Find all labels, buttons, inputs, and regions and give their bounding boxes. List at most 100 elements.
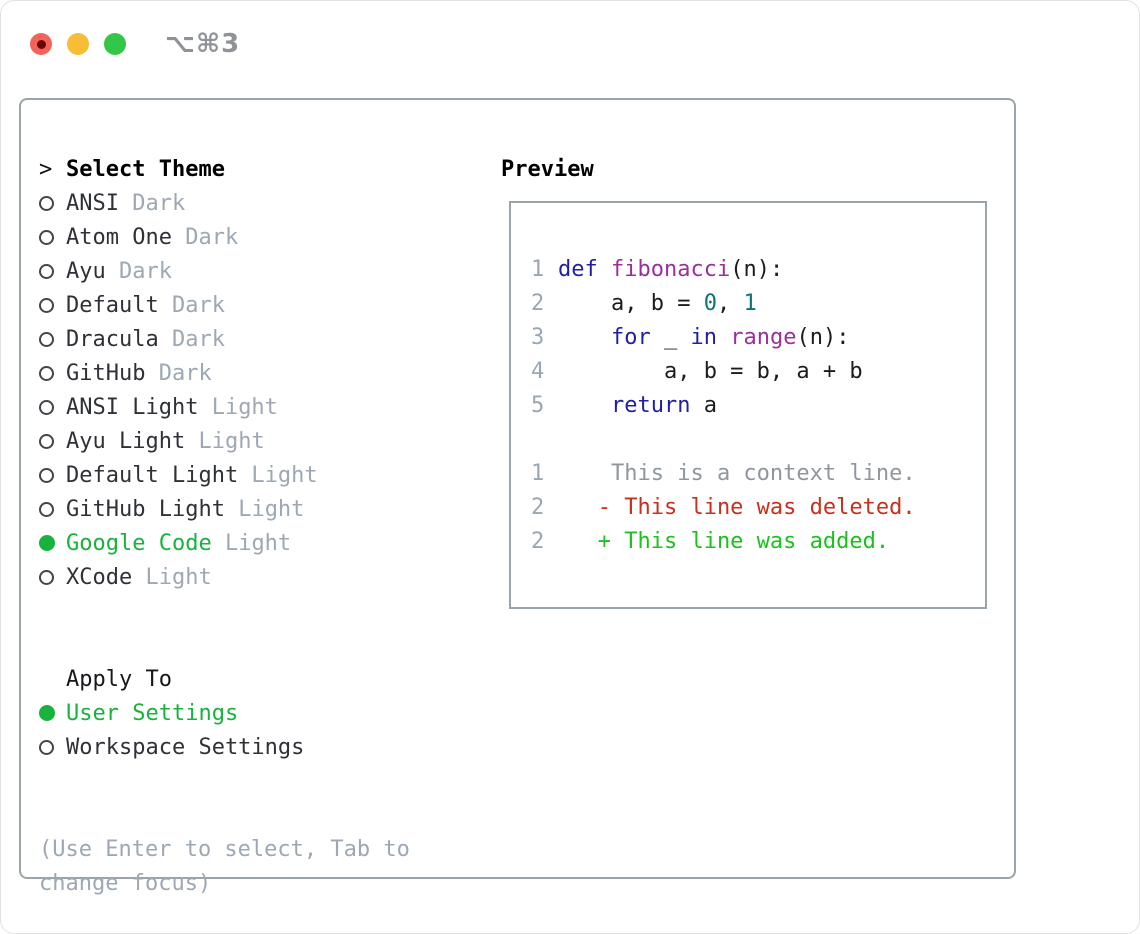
apply-option-workspace-settings[interactable]: Workspace Settings [39, 730, 410, 764]
code-line: 2 a, b = 0, 1 [531, 286, 985, 320]
select-theme-title: Select Theme [66, 156, 225, 182]
help-line-2: change focus) [39, 870, 212, 896]
token-pln: a [690, 392, 717, 418]
help-line-1: (Use Enter to select, Tab to [39, 836, 410, 862]
apply-to-header: Apply To [39, 662, 410, 696]
theme-name: Atom One [66, 224, 172, 250]
radio-unselected-icon [39, 365, 66, 381]
theme-option-dracula[interactable]: Dracula Dark [39, 322, 410, 356]
minimize-button[interactable] [67, 33, 89, 55]
radio-unselected-icon [39, 433, 66, 449]
code-line: 4 a, b = b, a + b [531, 354, 985, 388]
theme-option-github[interactable]: GitHub Dark [39, 356, 410, 390]
theme-name: Default Light [66, 462, 239, 488]
apply-option-label: User Settings [66, 700, 239, 726]
token-pln [598, 257, 611, 282]
select-theme-header: > Select Theme [39, 152, 410, 186]
zoom-button[interactable] [104, 33, 126, 55]
token-pln [558, 393, 611, 418]
theme-name: ANSI [66, 190, 119, 216]
token-add: + This line was added. [558, 528, 890, 554]
theme-name: GitHub Light [66, 496, 225, 522]
theme-name: Google Code [66, 530, 212, 556]
theme-variant-label: Light [198, 394, 278, 420]
line-number: 1 [531, 460, 545, 486]
radio-unselected-icon [39, 739, 66, 755]
token-num: 0 [703, 290, 717, 316]
theme-option-default[interactable]: Default Dark [39, 288, 410, 322]
token-kw: for [610, 324, 651, 350]
theme-option-google-code[interactable]: Google Code Light [39, 526, 410, 560]
radio-unselected-icon [39, 501, 66, 517]
theme-name: Default [66, 292, 159, 318]
apply-to-title: Apply To [66, 666, 172, 692]
radio-unselected-icon [39, 467, 66, 483]
token-pln: a, b = b, a + b [558, 358, 863, 384]
theme-name: Dracula [66, 326, 159, 352]
line-number: 2 [531, 290, 545, 316]
line-number: 1 [531, 256, 545, 282]
theme-name: Ayu [66, 258, 106, 284]
radio-unselected-icon [39, 297, 66, 313]
help-text: (Use Enter to select, Tab to change focu… [39, 832, 410, 900]
theme-option-atom-one[interactable]: Atom One Dark [39, 220, 410, 254]
token-fn: fibonacci [611, 256, 731, 282]
token-pln: _ [650, 324, 691, 350]
theme-variant-label: Dark [118, 190, 186, 216]
token-pln [558, 325, 611, 350]
theme-variant-label: Dark [158, 292, 225, 318]
theme-option-default-light[interactable]: Default Light Light [39, 458, 410, 492]
line-number: 5 [531, 392, 545, 418]
code-line: 1 def fibonacci(n): [531, 252, 985, 286]
token-pln [717, 325, 730, 350]
line-number: 2 [531, 494, 545, 520]
radio-selected-icon [39, 705, 66, 721]
token-ctx: This is a context line. [558, 460, 916, 486]
theme-option-ansi-light[interactable]: ANSI Light Light [39, 390, 410, 424]
diff-line: 2 + This line was added. [531, 524, 985, 558]
token-del: - This line was deleted. [558, 494, 916, 520]
code-line: 5 return a [531, 388, 985, 422]
token-fn: range [730, 324, 797, 350]
theme-name: GitHub [66, 360, 146, 386]
preview-title: Preview [501, 156, 594, 182]
theme-name: Ayu Light [66, 428, 186, 454]
window-titlebar: ⌥⌘3 [30, 29, 240, 59]
close-button[interactable] [30, 33, 52, 55]
token-kw: def [558, 256, 598, 282]
close-button-dot [36, 39, 46, 49]
radio-unselected-icon [39, 263, 66, 279]
theme-option-xcode[interactable]: XCode Light [39, 560, 410, 594]
token-num: 1 [743, 290, 757, 316]
theme-variant-label: Light [211, 530, 292, 556]
radio-unselected-icon [39, 331, 66, 347]
theme-name: ANSI Light [66, 394, 199, 420]
theme-option-github-light[interactable]: GitHub Light Light [39, 492, 410, 526]
token-pln: (n): [730, 256, 784, 282]
theme-option-ayu[interactable]: Ayu Dark [39, 254, 410, 288]
window-shortcut-label: ⌥⌘3 [165, 29, 241, 59]
line-number: 4 [531, 358, 545, 384]
token-pln: , [716, 290, 744, 316]
token-kw: in [690, 324, 717, 350]
theme-option-ayu-light[interactable]: Ayu Light Light [39, 424, 410, 458]
apply-option-user-settings[interactable]: User Settings [39, 696, 410, 730]
theme-variant-label: Light [224, 496, 305, 522]
diff-line: 2 - This line was deleted. [531, 490, 985, 524]
radio-unselected-icon [39, 569, 66, 585]
theme-variant-label: Light [238, 462, 318, 488]
radio-unselected-icon [39, 399, 66, 415]
theme-variant-label: Dark [171, 224, 239, 250]
theme-option-ansi[interactable]: ANSI Dark [39, 186, 410, 220]
focus-caret-icon: > [39, 156, 53, 182]
token-pln: a, b = [558, 290, 704, 316]
theme-variant-label: Dark [105, 258, 172, 284]
apply-option-label: Workspace Settings [66, 734, 305, 760]
token-pln: (n): [796, 324, 850, 350]
